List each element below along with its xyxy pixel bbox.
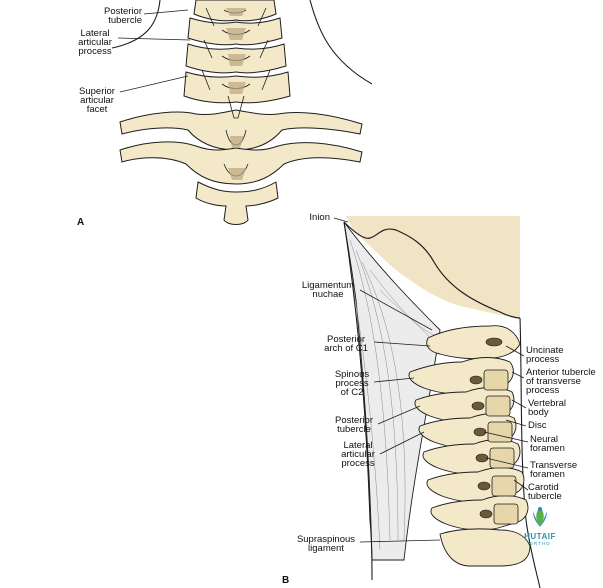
panel-a-letter: A bbox=[77, 217, 85, 228]
hutaif-logo-sub: ORTHO bbox=[529, 541, 551, 546]
label-b-posterior-tubercle: Posterior tubercle bbox=[334, 415, 373, 435]
label-a-lateral-articular-process: Lateral articular process bbox=[78, 28, 112, 57]
label-b-uncinate-process: Uncinate process bbox=[526, 345, 564, 365]
panel-b-ligamentum-nuchae bbox=[343, 221, 441, 561]
label-b-lateral-articular-process: Lateral articular process bbox=[341, 440, 375, 469]
panel-a-neck-outline bbox=[111, 0, 373, 85]
label-b-inion: Inion bbox=[309, 212, 330, 223]
panel-a-spine-shading bbox=[226, 8, 246, 180]
hutaif-logo-name: HUTAIF bbox=[524, 532, 556, 541]
label-a-superior-articular-facet: Superior articular facet bbox=[79, 86, 115, 115]
panel-b-foramina bbox=[469, 337, 503, 519]
panel-b-neck-outline bbox=[343, 221, 541, 588]
label-b-disc: Disc bbox=[528, 420, 547, 431]
label-b-anterior-tubercle: Anterior tubercle of transverse process bbox=[526, 367, 596, 396]
label-a-posterior-tubercle: Posterior tubercle bbox=[103, 6, 142, 26]
panel-b-leaders bbox=[333, 217, 529, 543]
hutaif-logo: HUTAIF ORTHO bbox=[520, 505, 560, 551]
panel-b-letter: B bbox=[282, 575, 290, 586]
label-b-ligamentum-nuchae: Ligamentum nuchae bbox=[301, 280, 355, 300]
label-b-supraspinous-ligament: Supraspinous ligament bbox=[296, 534, 356, 554]
panel-a-leaders bbox=[117, 9, 191, 93]
label-b-vertebral-body: Vertebral body bbox=[528, 398, 567, 418]
label-b-spinous-process-c2: Spinous process of C2 bbox=[334, 369, 370, 398]
panel-b-skull bbox=[343, 216, 521, 319]
label-b-neural-foramen: Neural foramen bbox=[530, 434, 565, 454]
label-b-transverse-foramen: Transverse foramen bbox=[530, 460, 578, 480]
hutaif-logo-icon bbox=[533, 507, 547, 527]
label-b-carotid-tubercle: Carotid tubercle bbox=[528, 482, 562, 502]
label-b-posterior-arch-c1: Posterior arch of C1 bbox=[324, 334, 368, 354]
